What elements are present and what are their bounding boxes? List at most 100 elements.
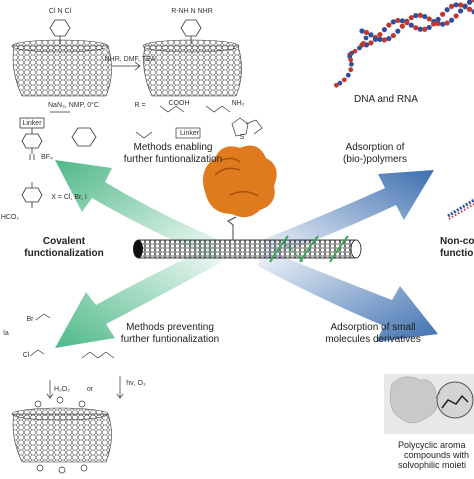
dna-base bbox=[386, 22, 392, 28]
dna-base bbox=[395, 28, 401, 34]
label-methods-enabling: Methods enabling further funtionalizatio… bbox=[108, 142, 238, 166]
dna-base bbox=[363, 35, 369, 41]
reaction-arrow-top bbox=[112, 61, 141, 71]
arrow-upper-right bbox=[262, 170, 434, 258]
text-h2o2: H₂O₂ bbox=[54, 386, 70, 393]
dna-base bbox=[440, 21, 446, 27]
dna-base bbox=[453, 2, 459, 8]
dna-base bbox=[466, 6, 473, 12]
text-triazine-nhr: R-NH N NHR bbox=[171, 8, 213, 15]
dna-base bbox=[395, 17, 401, 24]
label-covalent-line2: functionalization bbox=[24, 248, 104, 259]
dna-base bbox=[390, 32, 396, 39]
label-noncovalent: Non-co functiona bbox=[440, 236, 474, 260]
dna-base bbox=[341, 77, 347, 83]
label-adsorption-polymers-line1: Adsorption of bbox=[345, 142, 405, 153]
label-methods-preventing: Methods preventing further funtionalizat… bbox=[100, 322, 240, 346]
text-hco2: HCO₂ bbox=[0, 214, 20, 221]
dna-base bbox=[449, 17, 455, 23]
text-s: S bbox=[239, 134, 245, 141]
dna-base bbox=[431, 21, 437, 27]
dna-base bbox=[360, 41, 366, 46]
label-methods-preventing-line1: Methods preventing bbox=[126, 322, 214, 333]
arrow-upper-left bbox=[55, 160, 220, 258]
dna-base bbox=[466, 0, 473, 5]
dna-helix bbox=[333, 0, 474, 88]
dna-base bbox=[471, 9, 474, 15]
dna-base bbox=[408, 22, 414, 28]
text-cooh: COOH bbox=[168, 100, 190, 107]
text-la: la bbox=[3, 330, 9, 337]
dna-base bbox=[352, 48, 358, 54]
label-noncovalent-line2: functiona bbox=[440, 248, 474, 259]
dna-base bbox=[368, 32, 374, 38]
dna-base bbox=[444, 7, 450, 13]
text-cl: Cl bbox=[22, 352, 30, 359]
text-triazine-cl: Cl N Cl bbox=[48, 8, 72, 15]
text-halide: X = Cl, Br, I bbox=[51, 194, 87, 201]
label-dna-rna: DNA and RNA bbox=[354, 94, 418, 105]
dna-base bbox=[426, 24, 432, 31]
protein-linker bbox=[227, 216, 237, 240]
dna-base bbox=[426, 16, 432, 22]
dna-base bbox=[399, 18, 405, 24]
text-nan3: NaN₃, NMP, 0°C bbox=[48, 102, 100, 109]
dna-base bbox=[471, 0, 474, 3]
dna-base bbox=[417, 26, 423, 32]
dna-base bbox=[381, 37, 387, 43]
label-adsorption-small: Adsorption of small molecules derivative… bbox=[298, 322, 448, 346]
text-reagent-nhr: NHR, DMF, TEA bbox=[104, 56, 156, 63]
dna-base bbox=[390, 19, 396, 25]
label-adsorption-small-line1: Adsorption of small bbox=[330, 322, 416, 333]
label-polycyclic-line1: Polycyclic aroma bbox=[398, 440, 466, 450]
dna-base bbox=[349, 61, 354, 67]
dna-base bbox=[422, 13, 428, 20]
text-linker-left: Linker bbox=[22, 120, 42, 127]
label-covalent: Covalent functionalization bbox=[14, 236, 114, 260]
text-r-equals: R = bbox=[134, 102, 146, 109]
r-substituents bbox=[135, 105, 263, 139]
dna-base bbox=[413, 12, 419, 19]
nanotube-bottom-left bbox=[11, 396, 112, 474]
label-methods-enabling-line1: Methods enabling bbox=[133, 142, 213, 153]
central-nanotube bbox=[133, 239, 362, 259]
triazine-reagent bbox=[71, 127, 97, 147]
arrow-lower-left bbox=[55, 245, 222, 348]
dna-base bbox=[404, 20, 410, 26]
dna-base bbox=[435, 20, 441, 27]
dna-base bbox=[377, 36, 383, 42]
text-nh2: NH₂ bbox=[231, 100, 245, 107]
reaction-arrows-bottom bbox=[46, 376, 124, 399]
label-noncovalent-line1: Non-co bbox=[440, 236, 474, 247]
dna-base bbox=[453, 13, 459, 19]
dna-base bbox=[444, 20, 450, 26]
dna-base bbox=[333, 82, 339, 88]
aryl-halide-molecule bbox=[21, 182, 43, 208]
dna-base bbox=[417, 12, 423, 18]
dna-base bbox=[348, 57, 354, 63]
dna-base bbox=[372, 36, 379, 42]
dna-base bbox=[413, 25, 419, 31]
dna-base bbox=[457, 2, 464, 8]
arrow-lower-right bbox=[258, 248, 438, 342]
dna-base bbox=[363, 29, 370, 36]
dna-base bbox=[462, 4, 468, 10]
dna-base bbox=[399, 23, 405, 29]
dna-base bbox=[449, 3, 455, 10]
protein-structure bbox=[202, 145, 277, 218]
dna-base bbox=[435, 16, 441, 22]
dna-base bbox=[386, 35, 392, 42]
label-adsorption-small-line2: molecules derivatives bbox=[325, 334, 421, 345]
dna-base bbox=[368, 40, 374, 46]
label-adsorption-polymers: Adsorption of (bio-)polymers bbox=[320, 142, 430, 166]
nanotube-top-center bbox=[142, 19, 242, 97]
label-methods-preventing-line2: further funtionalization bbox=[120, 334, 220, 345]
dna-base bbox=[377, 31, 383, 38]
dna-base bbox=[356, 45, 362, 51]
dna-base bbox=[345, 72, 351, 78]
text-bf4: BF₄ bbox=[41, 154, 53, 161]
dna-base bbox=[408, 15, 414, 21]
label-polycyclic: Polycyclic aroma compounds with solvophi… bbox=[398, 440, 474, 470]
